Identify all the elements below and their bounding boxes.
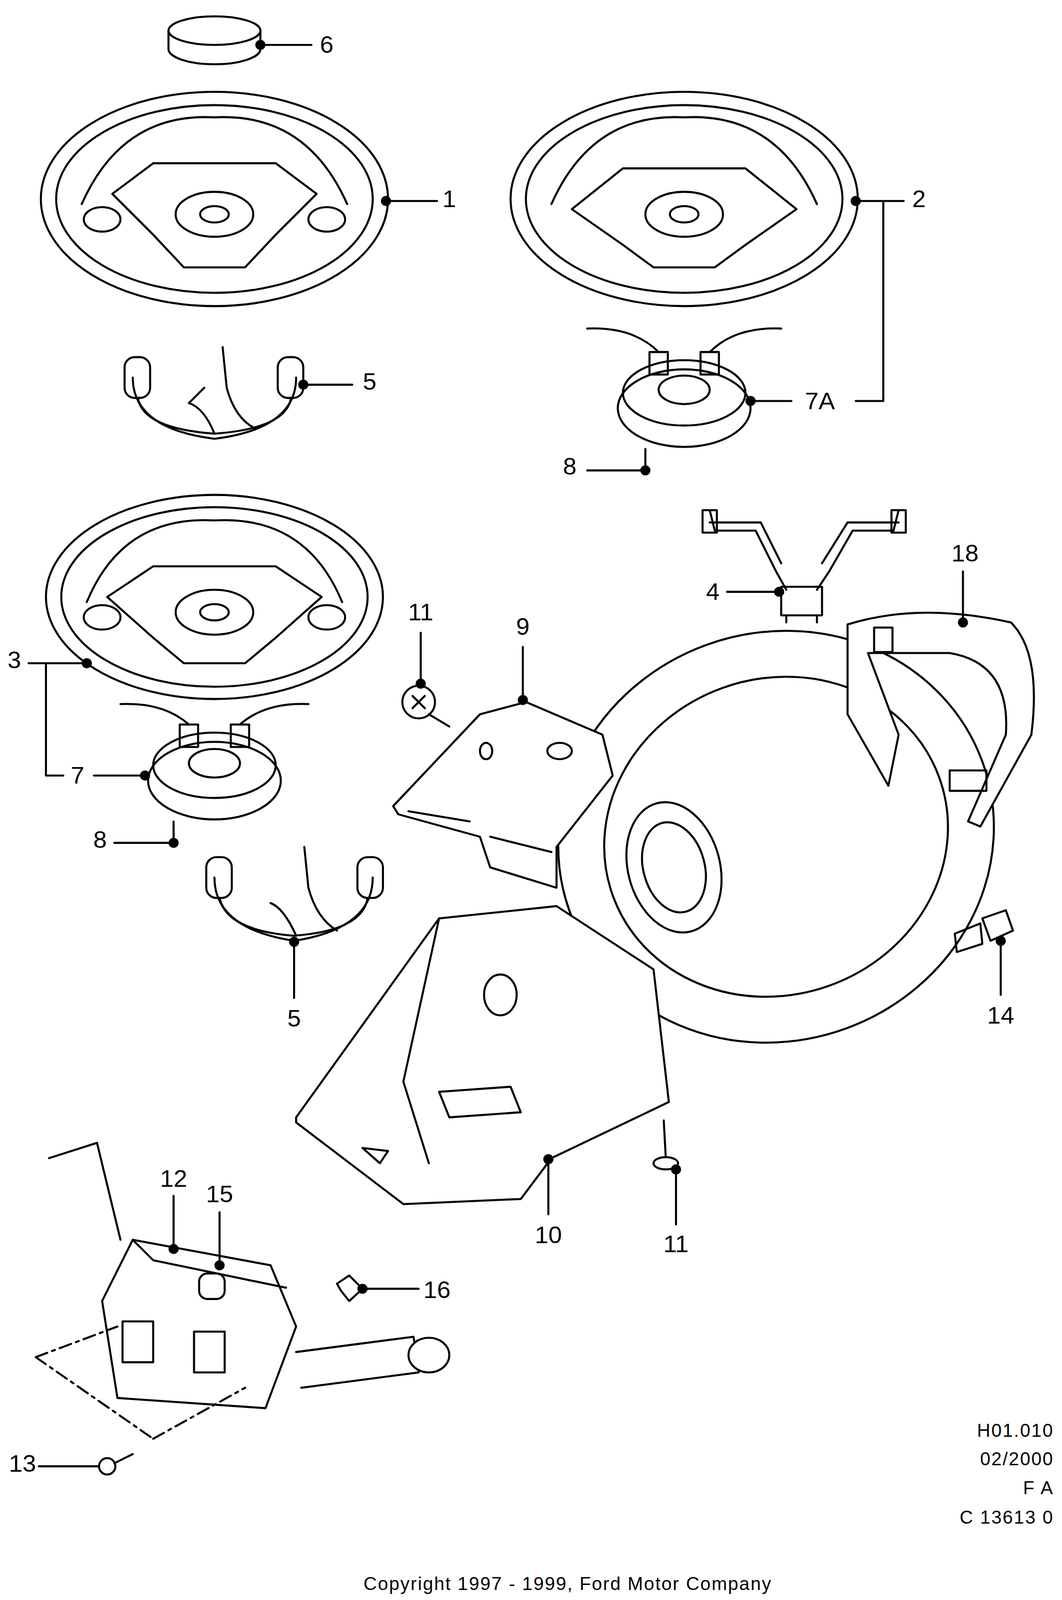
reference-note: Copyright 1997 - 1999, Ford Motor Compan… bbox=[363, 1575, 772, 1594]
callout-number: 2 bbox=[912, 186, 926, 212]
callout-number: 11 bbox=[663, 1232, 689, 1257]
callout-number: 18 bbox=[951, 541, 979, 566]
reference-note: C 13613 0 bbox=[959, 1508, 1055, 1528]
callout-number: 12 bbox=[159, 1166, 188, 1192]
reference-note: H01.010 bbox=[977, 1421, 1055, 1441]
callout-number: 13 bbox=[8, 1451, 37, 1477]
callout-number: 15 bbox=[205, 1182, 234, 1207]
callout-number: 16 bbox=[423, 1278, 451, 1303]
callout-number: 1 bbox=[442, 186, 456, 212]
callout-number: 3 bbox=[7, 648, 21, 673]
callout-number: 6 bbox=[320, 32, 334, 57]
callout-number: 9 bbox=[516, 614, 530, 640]
reference-note: 02/2000 bbox=[980, 1450, 1055, 1469]
reference-note: F A bbox=[1023, 1479, 1055, 1498]
callout-number: 5 bbox=[287, 1006, 301, 1032]
callout-number: 8 bbox=[93, 827, 107, 853]
callout-number: 10 bbox=[534, 1223, 563, 1248]
callout-number: 7A bbox=[804, 388, 835, 414]
callout-number: 8 bbox=[563, 454, 577, 479]
callout-number: 4 bbox=[706, 579, 720, 605]
callout-number: 14 bbox=[987, 1003, 1015, 1029]
callout-number: 11 bbox=[407, 600, 434, 625]
callout-number: 7 bbox=[70, 763, 85, 788]
callout-number: 5 bbox=[362, 369, 377, 394]
